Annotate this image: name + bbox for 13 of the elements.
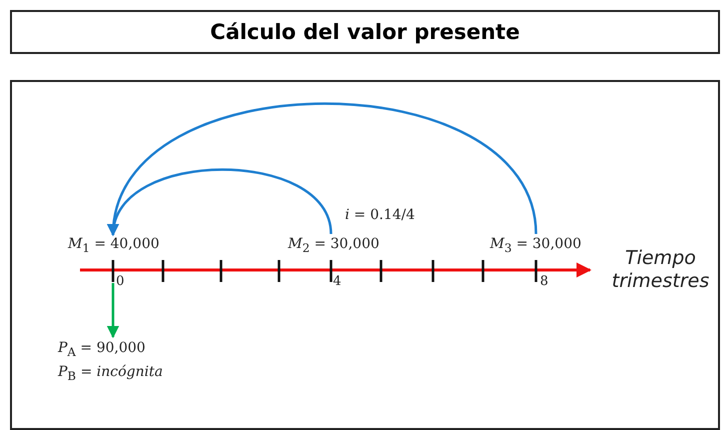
tick-label: 0 — [116, 274, 124, 289]
tick-label: 4 — [333, 274, 342, 289]
title-banner: Cálculo del valor presente — [10, 10, 720, 54]
payment-label: M$_{3}$ = 30,000 — [490, 235, 582, 257]
interest-rate-label: i = 0.14/4 — [345, 206, 415, 225]
axis-label: Tiempo trimestres — [610, 247, 710, 293]
payment-label: M$_{1}$ = 40,000 — [68, 235, 160, 257]
payment-label: M$_{2}$ = 30,000 — [288, 235, 380, 257]
present-value-label: P$_{B}$ = incógnita — [58, 362, 163, 385]
present-value-label: P$_{A}$ = 90,000 — [58, 339, 146, 361]
arrow — [109, 102, 538, 236]
arrow — [106, 283, 120, 338]
tick-label: 8 — [540, 274, 548, 289]
